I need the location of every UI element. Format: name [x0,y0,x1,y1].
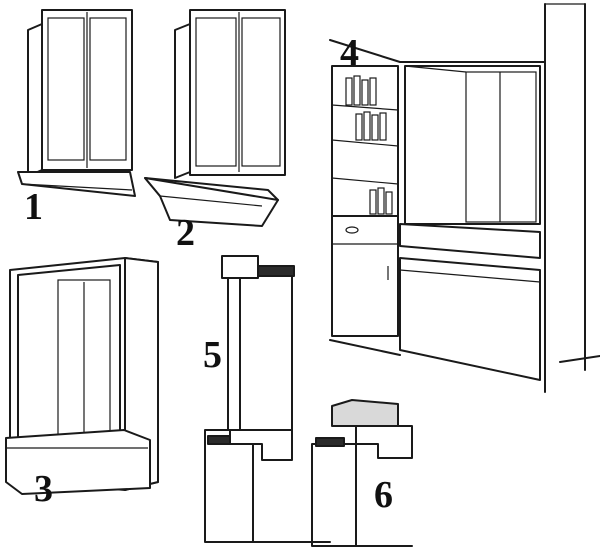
panel-6-section [311,399,413,547]
panel-4-room-interior [329,3,600,393]
panel-label-5: 5 [203,334,222,376]
panel-3-deep-window [5,257,159,495]
panel-1-window [17,9,136,197]
panel-label-2: 2 [176,212,195,254]
panel-label-3: 3 [34,468,53,510]
panel-2-window-planter [144,9,286,227]
panel-label-1: 1 [24,186,43,228]
panel-5-section [204,255,331,543]
panel-label-6: 6 [374,474,393,516]
panel-label-4: 4 [340,32,359,74]
